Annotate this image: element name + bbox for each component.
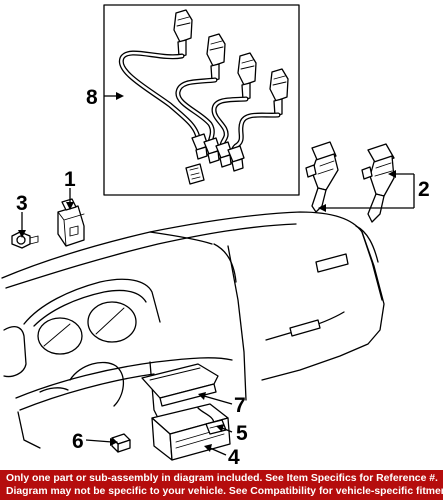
ignition-module-part — [57, 198, 85, 247]
gauge-left — [37, 317, 83, 355]
callout-3: 3 — [16, 192, 28, 215]
callout-5: 5 — [236, 422, 248, 445]
plug-boot-1 — [173, 9, 193, 58]
instrument-panel — [1, 211, 385, 449]
glove-box-handle — [289, 319, 321, 337]
inset-frame — [103, 4, 300, 196]
exploded-view-drawing: 8 1 3 2 7 5 4 6 — [1, 4, 430, 469]
callout-8: 8 — [86, 86, 98, 109]
mounting-bracket-part — [141, 363, 219, 407]
disclaimer-line-2: Diagram may not be specific to your vehi… — [6, 486, 443, 497]
gauge-right — [87, 301, 137, 343]
callout-4: 4 — [228, 446, 240, 469]
callout-6: 6 — [72, 430, 84, 453]
callout-2: 2 — [418, 178, 430, 201]
leader-lines — [21, 95, 415, 456]
disclaimer-banner: Only one part or sub-assembly in diagram… — [0, 470, 443, 500]
defrost-vent — [315, 253, 349, 273]
wire-separator-clip — [185, 163, 205, 185]
ignition-coil-right — [361, 143, 395, 223]
callout-7: 7 — [234, 394, 246, 417]
callout-1: 1 — [64, 168, 76, 191]
ignition-wires — [118, 50, 281, 155]
steering-column-opening — [69, 361, 124, 407]
plug-boot-2 — [206, 33, 226, 82]
leader-arrowheads — [18, 92, 396, 452]
ignition-coil-left — [305, 141, 339, 213]
disclaimer-line-1: Only one part or sub-assembly in diagram… — [6, 473, 438, 484]
plug-boot-4 — [269, 68, 289, 117]
spark-plug-wire-set-inset — [103, 4, 300, 196]
sensor-part — [11, 231, 39, 249]
plug-boot-3 — [237, 52, 257, 101]
coil-end-boots — [191, 133, 245, 172]
